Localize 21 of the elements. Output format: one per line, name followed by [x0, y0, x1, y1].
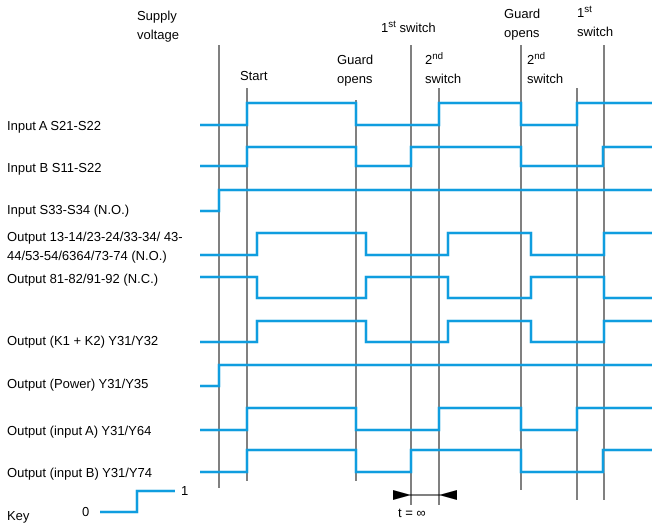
signal-label: Input A S21-S22 [7, 117, 101, 135]
event-label: Supply voltage [137, 7, 180, 44]
key-label: Key [7, 507, 30, 524]
event-label: Guard opens [337, 51, 374, 88]
signal-label: Output 13-14/23-24/33-34/ 43-44/53-54/6364/73-74 (N.O.) [7, 228, 184, 265]
event-label: 2$^{nd}$ switch [527, 50, 564, 88]
key-level: 0 [82, 503, 90, 521]
event-label: 1$^{st}$ switch [577, 3, 614, 41]
event-label: 2$^{nd}$ switch [425, 50, 462, 88]
key-level: 1 [181, 482, 188, 500]
time-label: t = ∞ [398, 504, 426, 522]
signal-label: Output (K1 + K2) Y31/Y32 [7, 332, 158, 350]
event-label: 1$^{st}$ switch [381, 18, 436, 37]
signal-label: Input S33-S34 (N.O.) [7, 201, 130, 219]
signal-label: Output (Power) Y31/Y35 [7, 375, 148, 393]
signal-label: Output (input B) Y31/Y74 [7, 464, 152, 482]
signal-label: Input B S11-S22 [7, 159, 102, 177]
signal-label: Output 81-82/91-92 (N.C.) [7, 270, 158, 288]
event-label: Start [240, 67, 268, 85]
event-label: Guard opens [504, 5, 542, 42]
signal-label: Output (input A) Y31/Y64 [7, 422, 152, 440]
